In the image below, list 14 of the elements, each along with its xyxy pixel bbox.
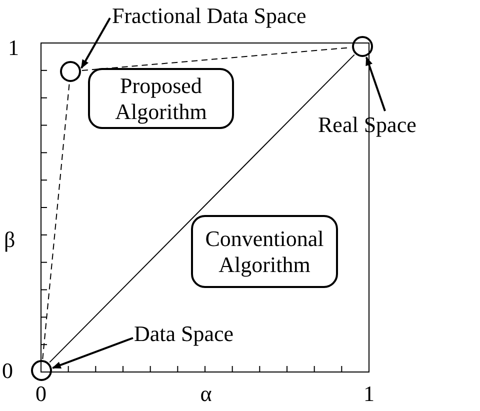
line [42,82,70,360]
annotation-text: Fractional Data Space [112,2,374,30]
arrow [80,18,111,69]
axis-label: 1 [362,380,376,408]
arrow [52,337,134,369]
axis-label: 1 [8,34,20,62]
arrow [365,56,386,112]
axis-label: α [199,380,213,408]
axis-label: 0 [34,380,48,408]
annotation-text: Data Space [134,320,274,348]
axis-label: 0 [2,357,14,385]
rounded-label-box: Conventional Algorithm [191,215,338,288]
axis-label: β [4,226,16,254]
rounded-label-box: Proposed Algorithm [88,68,234,129]
